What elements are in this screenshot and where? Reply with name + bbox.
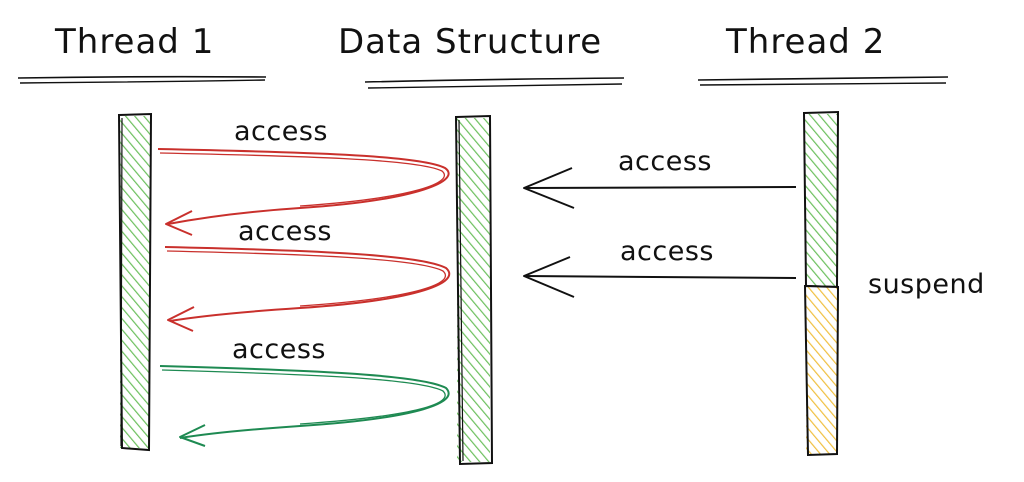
t1-access-label-1: access: [234, 116, 328, 147]
t2-suspend-label: suspend: [868, 269, 985, 300]
t1-access-arrow-3: [159, 365, 450, 447]
data-structure-activation-bar: [454, 114, 494, 466]
column-header-thread1: Thread 1: [17, 22, 267, 84]
t1-access-arrow-1: [157, 148, 450, 236]
column-header-thread2: Thread 2: [697, 22, 949, 86]
t2-access-label-1: access: [618, 146, 712, 177]
thread2-underline: [697, 76, 949, 81]
t1-access-label-3: access: [232, 334, 326, 365]
t2-access-arrow-1: [523, 167, 797, 209]
thread1-underline: [17, 75, 267, 79]
thread1-activation-bar: [117, 112, 153, 452]
column-header-data-structure: Data Structure: [338, 22, 625, 89]
thread2-activation-bar: [802, 110, 840, 289]
t1-access-label-2: access: [238, 216, 332, 247]
thread2-underline-2: [699, 82, 947, 86]
data-structure-title: Data Structure: [338, 22, 602, 62]
thread2-title: Thread 2: [725, 22, 885, 62]
thread1-underline-2: [19, 79, 266, 84]
thread1-title: Thread 1: [54, 22, 214, 62]
t2-access-arrow-2: [523, 256, 797, 298]
t2-access-label-2: access: [620, 236, 714, 267]
t1-access-arrow-2: [164, 246, 451, 332]
data-structure-underline-2: [367, 83, 623, 89]
data-structure-underline: [364, 77, 625, 83]
thread2-suspended-bar: [803, 284, 840, 457]
